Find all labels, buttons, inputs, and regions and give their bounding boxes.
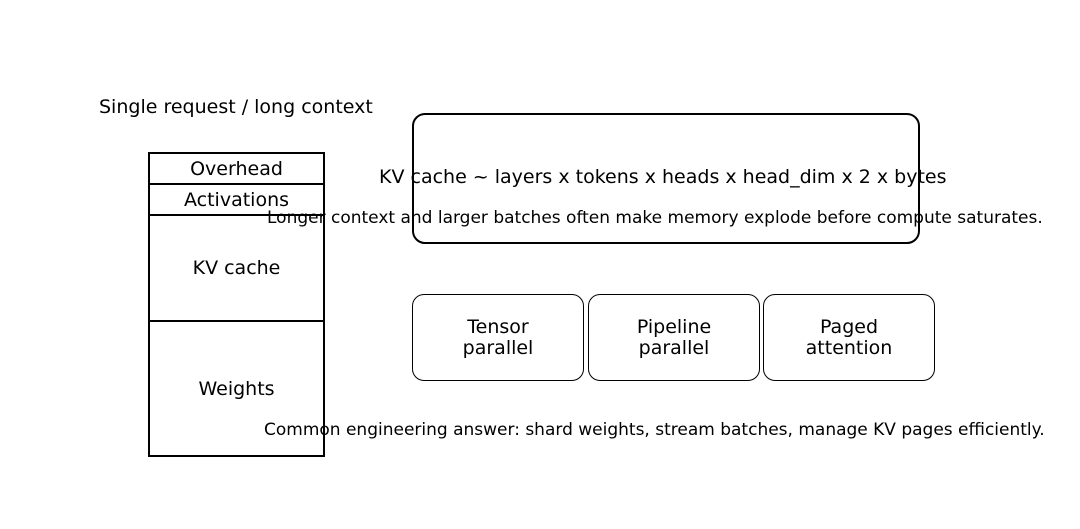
formula-box xyxy=(412,113,920,244)
overhead-segment: Overhead xyxy=(150,154,323,185)
engineering-answer-note: Common engineering answer: shard weights… xyxy=(264,420,1045,440)
memory-explode-note: Longer context and larger batches often … xyxy=(267,208,1043,228)
kv-cache-formula: KV cache ~ layers x tokens x heads x hea… xyxy=(379,166,947,188)
activations-segment: Activations xyxy=(150,185,323,216)
diagram-title: Single request / long context xyxy=(99,96,373,118)
kv-cache-segment: KV cache xyxy=(150,216,323,322)
paged-attention-box: Paged attention xyxy=(763,294,935,381)
tensor-parallel-box: Tensor parallel xyxy=(412,294,584,381)
solution-label-line1: Pipeline xyxy=(636,315,712,338)
pipeline-parallel-box: Pipeline parallel xyxy=(588,294,760,381)
solution-label-line1: Tensor xyxy=(467,315,529,338)
solution-label-line1: Paged xyxy=(819,315,879,338)
weights-segment: Weights xyxy=(198,377,275,400)
solution-label-line2: attention xyxy=(805,336,893,359)
solution-label-line2: parallel xyxy=(462,336,534,359)
solution-label-line2: parallel xyxy=(638,336,710,359)
memory-stack: Overhead Activations KV cache Weights xyxy=(148,152,325,457)
